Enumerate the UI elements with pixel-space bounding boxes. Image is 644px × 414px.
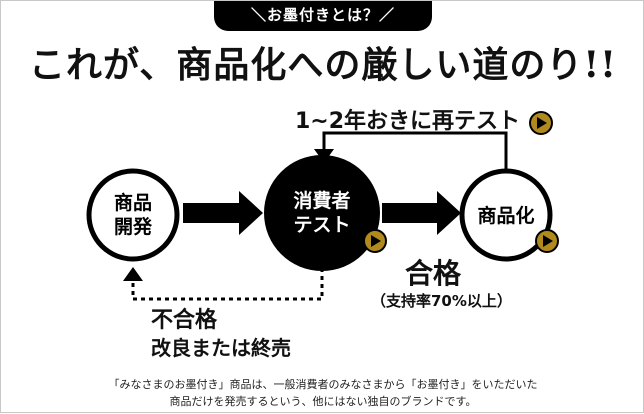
- fail-arrowhead: [123, 267, 143, 281]
- pass-label: 合格: [405, 257, 462, 290]
- fail-label: 不合格: [151, 308, 218, 333]
- footnote-line1: 「みなさまのお墨付き」商品は、一般消費者のみなさまから「お墨付き」をいただいた: [108, 378, 538, 391]
- header-tab: ＼お墨付きとは？／: [214, 1, 432, 31]
- node-development: [86, 168, 180, 262]
- node-commercialization: [459, 168, 553, 262]
- node-development-line2: 開発: [113, 216, 152, 238]
- fail-action-label: 改良または終売: [151, 336, 291, 360]
- node-consumer-test: [264, 155, 380, 271]
- footnote-line2: 商品だけを発売するという、他にはない独自のブランドです。: [169, 395, 477, 408]
- node-development-line1: 商品: [113, 192, 152, 214]
- fail-loop-line: [131, 244, 324, 301]
- headline: これが、商品化への厳しい道のり!!: [29, 44, 617, 86]
- node-consumer-test-label: 消費者 テスト: [282, 189, 362, 237]
- retest-label: 1~2年おきに再テスト: [295, 109, 521, 134]
- play-icon: [535, 229, 559, 253]
- node-consumer-test-line2: テスト: [293, 214, 351, 236]
- node-consumer-test-line1: 消費者: [293, 190, 351, 212]
- play-icon: [529, 111, 553, 135]
- retest-loop-line: [322, 131, 508, 174]
- arrow-dev-to-test: [183, 191, 263, 235]
- node-development-label: 商品 開発: [109, 191, 157, 239]
- play-icon: [363, 229, 387, 253]
- node-commercialization-label: 商品化: [477, 205, 535, 227]
- pass-condition-label: （支持率70%以上）: [371, 292, 512, 310]
- arrow-test-to-product: [382, 191, 461, 235]
